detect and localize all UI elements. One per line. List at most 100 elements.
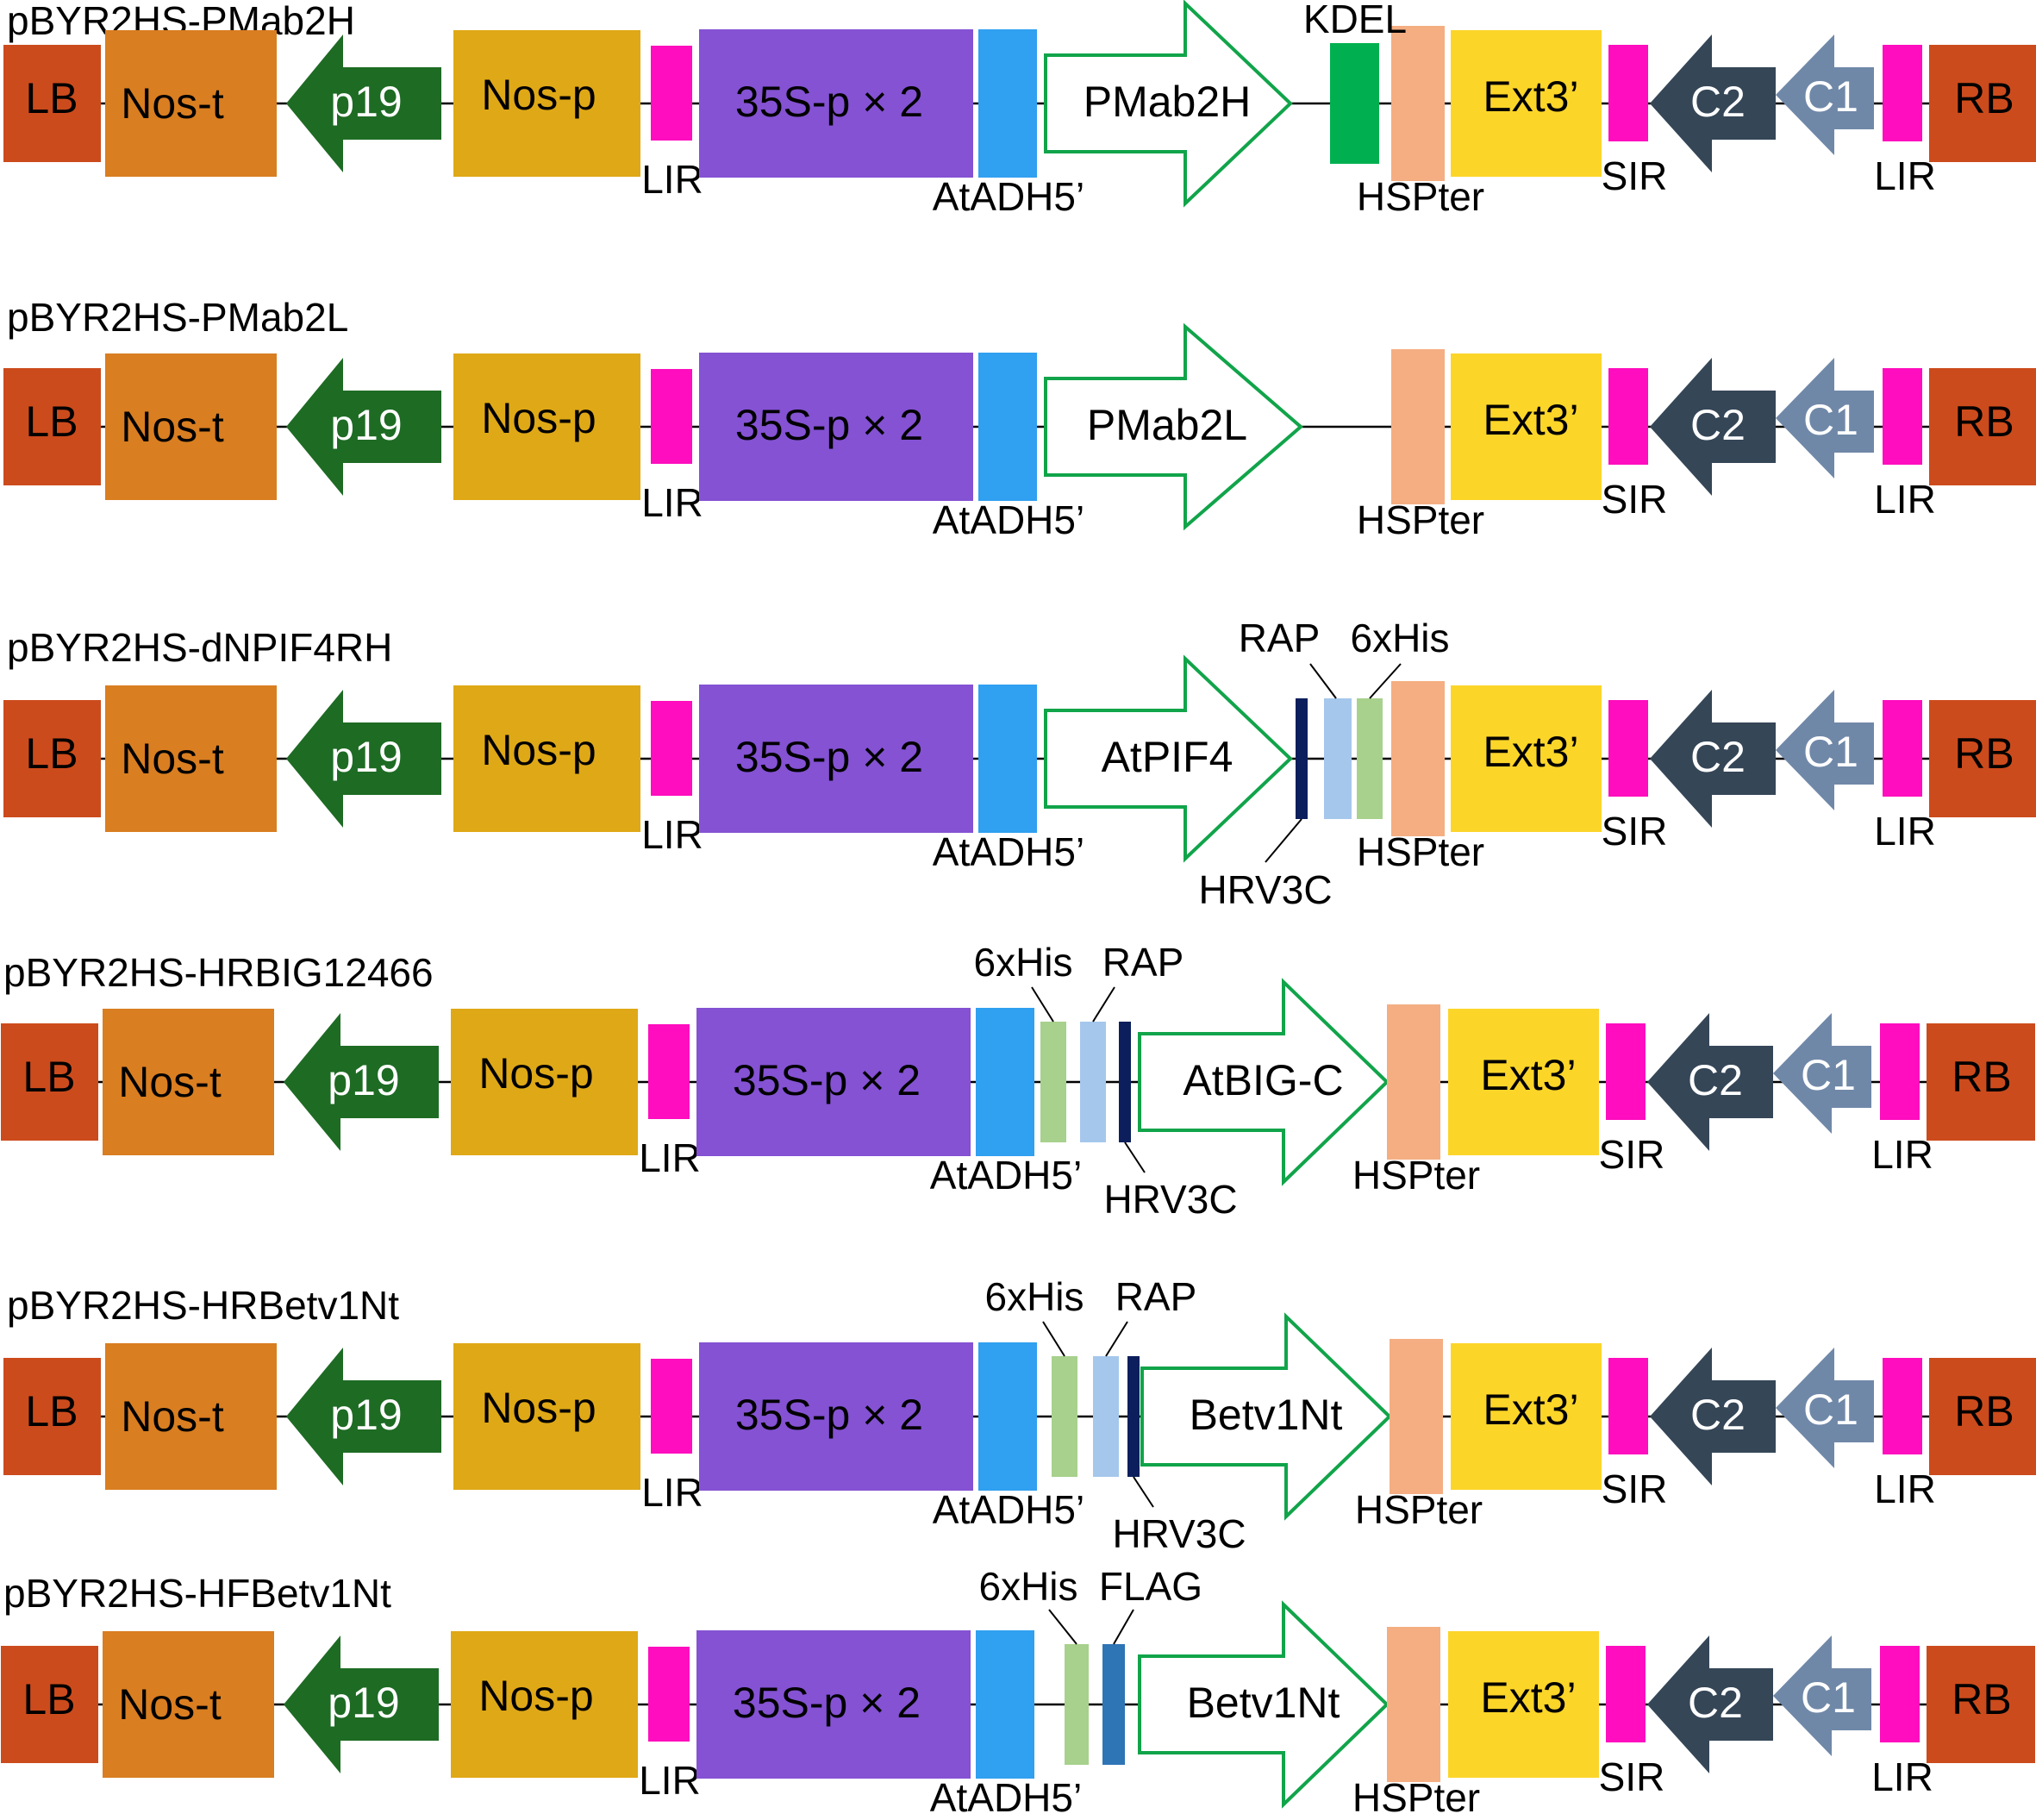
rap-label: RAP	[1115, 1274, 1197, 1319]
his-label: 6xHis	[978, 1564, 1077, 1609]
lir-box	[651, 1359, 692, 1454]
lir-label: LIR	[641, 480, 703, 525]
cds-arrow	[1044, 322, 1304, 531]
hrv3c-leader	[1133, 1476, 1154, 1508]
lir-label: LIR	[639, 1758, 701, 1803]
nos-t-label: Nos-t	[121, 1392, 224, 1441]
cds-label: PMab2H	[1084, 78, 1252, 126]
p19-label: p19	[330, 1391, 402, 1439]
c1-label: C1	[1803, 728, 1858, 776]
lir-label: LIR	[639, 1135, 701, 1180]
ext3-label: Ext3’	[1483, 728, 1578, 776]
cds-arrow	[1138, 1600, 1390, 1809]
c2-orf-arrow	[1647, 1013, 1773, 1151]
nos-t-box	[105, 685, 277, 832]
his-label: 6xHis	[973, 940, 1072, 985]
construct-title: pBYR2HS-PMab2L	[7, 295, 348, 340]
c2-label: C2	[1690, 1391, 1746, 1439]
flag-leader	[1113, 1609, 1134, 1645]
lir-box	[1880, 1646, 1920, 1742]
atadh5-box	[976, 1630, 1034, 1779]
lir-label: LIR	[1874, 153, 1936, 198]
his-label: 6xHis	[1350, 616, 1449, 660]
his-tag	[1040, 1022, 1066, 1142]
lb-box	[3, 1358, 101, 1475]
nos-p-label: Nos-p	[478, 1672, 593, 1720]
c2-label: C2	[1690, 401, 1746, 449]
nos-p-label: Nos-p	[481, 394, 596, 442]
lb-label: LB	[25, 729, 78, 778]
p19-orf-arrow	[286, 690, 441, 828]
construct-title: pBYR2HS-HRBetv1Nt	[7, 1283, 399, 1328]
sir-label: SIR	[1602, 1467, 1668, 1511]
construct-title: pBYR2HS-dNPIF4RH	[7, 625, 392, 670]
lir-box	[1883, 1358, 1922, 1454]
atadh5-label: AtADH5’	[933, 174, 1084, 219]
promoter-35s-label: 35S-p × 2	[735, 401, 923, 449]
c1-orf-arrow	[1773, 1635, 1871, 1756]
c1-orf-arrow	[1776, 690, 1874, 810]
nos-p-label: Nos-p	[478, 1049, 593, 1098]
his-leader	[1048, 1609, 1077, 1645]
nos-t-label: Nos-t	[118, 1058, 222, 1106]
c2-orf-arrow	[1650, 1348, 1776, 1485]
sir-box	[1608, 1358, 1648, 1454]
lir-label: LIR	[1874, 477, 1936, 522]
hspter-label: HSPter	[1357, 497, 1484, 542]
cds-arrow	[1138, 978, 1390, 1186]
construct-title: pBYR2HS-HFBetv1Nt	[3, 1571, 391, 1616]
lir-box	[1880, 1023, 1920, 1120]
hspter-label: HSPter	[1357, 829, 1484, 874]
sir-label: SIR	[1602, 477, 1668, 522]
hrv3c-leader	[1265, 818, 1302, 863]
nos-p-box	[453, 1343, 640, 1490]
hspter-box	[1390, 1339, 1443, 1494]
rb-box	[1929, 45, 2036, 162]
lir-box	[651, 701, 692, 796]
nos-t-label: Nos-t	[121, 79, 224, 128]
rap-leader	[1105, 1321, 1128, 1357]
promoter-35s-label: 35S-p × 2	[733, 1056, 921, 1104]
nos-p-box	[453, 685, 640, 832]
lb-label: LB	[22, 1675, 75, 1723]
hspter-box	[1391, 349, 1445, 504]
his-leader	[1369, 663, 1402, 699]
cds-label: PMab2L	[1087, 401, 1247, 449]
lb-label: LB	[22, 1053, 75, 1101]
sir-box	[1608, 368, 1648, 465]
flag-label: FLAG	[1099, 1564, 1202, 1609]
hrv3c-label: HRV3C	[1198, 867, 1332, 912]
sir-box	[1608, 45, 1648, 141]
nos-t-box	[105, 353, 277, 500]
lir-label: LIR	[1871, 1132, 1933, 1177]
rb-box	[1927, 1646, 2035, 1763]
cds-label: AtBIG-C	[1183, 1056, 1343, 1104]
lir-label: LIR	[1874, 1467, 1936, 1511]
p19-label: p19	[330, 733, 402, 781]
p19-label: p19	[330, 401, 402, 449]
sir-label: SIR	[1599, 1754, 1665, 1799]
rb-label: RB	[1954, 729, 2014, 778]
ext3-label: Ext3’	[1480, 1051, 1576, 1099]
lb-box	[3, 368, 101, 485]
cds-arrow	[1140, 1312, 1392, 1521]
ext3-label: Ext3’	[1483, 396, 1578, 444]
lb-box	[3, 45, 101, 162]
atadh5-box	[978, 29, 1037, 178]
rb-box	[1927, 1023, 2035, 1141]
lir-label: LIR	[641, 157, 703, 202]
c1-label: C1	[1801, 1051, 1856, 1099]
cds-arrow	[1044, 654, 1293, 863]
c1-orf-arrow	[1776, 34, 1874, 155]
rb-box	[1929, 368, 2036, 485]
promoter-35s-box	[699, 1342, 973, 1491]
his-leader	[1031, 986, 1054, 1023]
nos-p-label: Nos-p	[481, 71, 596, 119]
nos-p-box	[453, 353, 640, 500]
promoter-35s-box	[699, 353, 973, 501]
hspter-label: HSPter	[1357, 174, 1484, 219]
